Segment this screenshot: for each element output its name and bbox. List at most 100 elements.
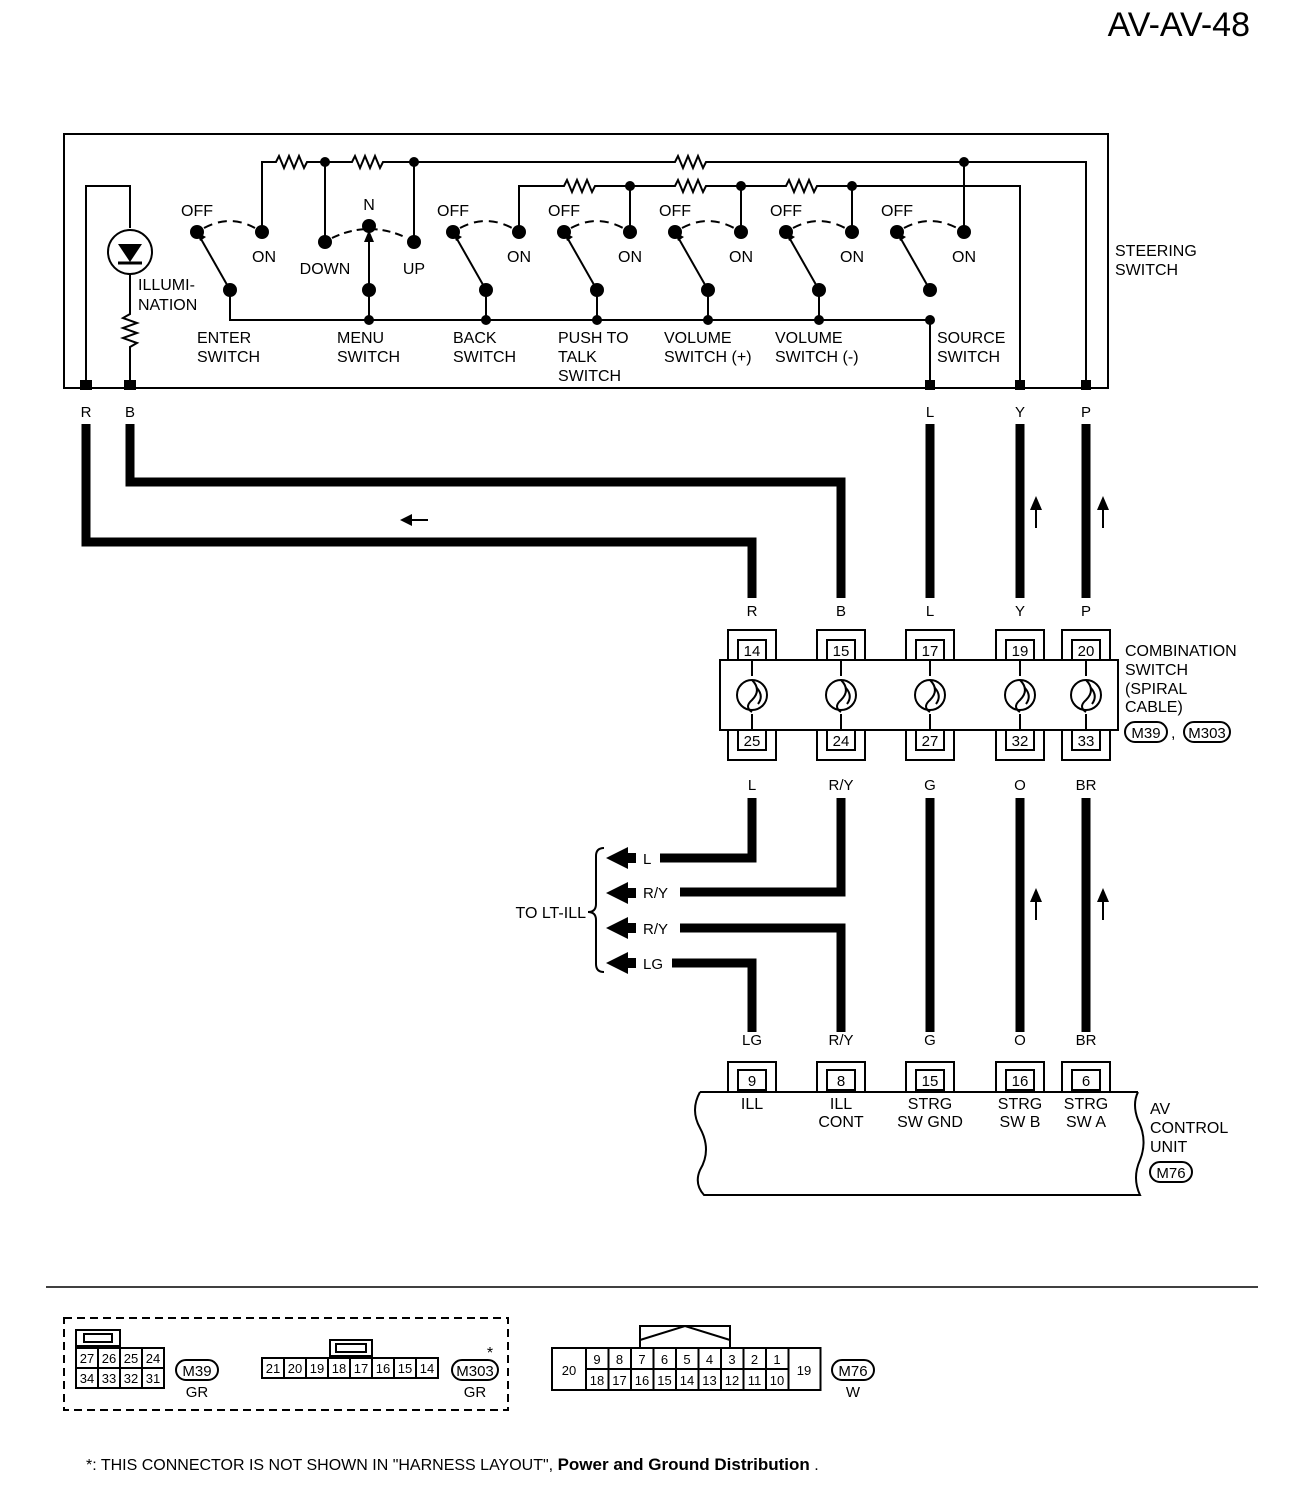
svg-text:32: 32 bbox=[1012, 733, 1029, 750]
svg-text:13: 13 bbox=[702, 1373, 716, 1388]
svg-text:6: 6 bbox=[1082, 1073, 1090, 1090]
enter-switch-label-2: SWITCH bbox=[197, 349, 260, 366]
lt-ill-wire-3: R/Y bbox=[643, 921, 668, 938]
av-control-unit: 9 8 15 16 6 bbox=[694, 1061, 1145, 1196]
combo-top-color-y: Y bbox=[1015, 603, 1025, 620]
svg-text:6: 6 bbox=[661, 1352, 668, 1367]
m76-cell bbox=[787, 1347, 822, 1391]
svg-text:18: 18 bbox=[590, 1373, 604, 1388]
connector-separator: , bbox=[1171, 725, 1175, 742]
svg-text:17: 17 bbox=[354, 1361, 368, 1376]
enter-off-label: OFF bbox=[181, 203, 213, 220]
svg-text:19: 19 bbox=[310, 1361, 324, 1376]
svg-text:5: 5 bbox=[683, 1352, 690, 1367]
combo-bottom-color-br: BR bbox=[1076, 777, 1097, 794]
illumination-label-2: NATION bbox=[138, 297, 197, 314]
talk-switch-label: PUSH TO bbox=[558, 330, 629, 347]
av-pin-8: 8 bbox=[816, 1061, 866, 1092]
svg-text:27: 27 bbox=[922, 733, 939, 750]
svg-text:M39: M39 bbox=[1131, 725, 1160, 742]
svg-text:33: 33 bbox=[1078, 733, 1095, 750]
av-pin-15: 15 bbox=[905, 1061, 955, 1092]
svg-text:33: 33 bbox=[102, 1371, 116, 1386]
harness-wires-upper bbox=[81, 424, 1091, 598]
svg-text:15: 15 bbox=[833, 643, 850, 660]
wire-label-r-top: R bbox=[81, 404, 92, 421]
wire-label-l-top: L bbox=[926, 404, 934, 421]
back-off-label: OFF bbox=[437, 203, 469, 220]
svg-text:M39: M39 bbox=[182, 1363, 211, 1380]
spiral-cable-icon bbox=[736, 679, 768, 711]
av-pin-name-9: ILL bbox=[741, 1096, 763, 1113]
lt-ill-arrows-icon bbox=[606, 847, 636, 974]
svg-text:27: 27 bbox=[80, 1351, 94, 1366]
volup-off-label: OFF bbox=[659, 203, 691, 220]
av-pin-9: 9 bbox=[727, 1061, 777, 1092]
lt-ill-wire-4: LG bbox=[643, 956, 663, 973]
combo-bottom-color-ry: R/Y bbox=[828, 777, 853, 794]
svg-text:1: 1 bbox=[773, 1352, 780, 1367]
wire-label-b-top: B bbox=[125, 404, 135, 421]
av-pin-16: 16 bbox=[995, 1061, 1045, 1092]
av-pin-name-8: ILL bbox=[830, 1096, 852, 1113]
voldn-off-label: OFF bbox=[770, 203, 802, 220]
m39-cell bbox=[141, 1367, 165, 1389]
lt-ill-brace-icon bbox=[587, 847, 605, 973]
svg-text:9: 9 bbox=[748, 1073, 756, 1090]
menu-down-label: DOWN bbox=[300, 261, 351, 278]
volup-switch-label-2: SWITCH (+) bbox=[664, 349, 752, 366]
svg-text:7: 7 bbox=[638, 1352, 645, 1367]
signal-arrow-left-icon bbox=[400, 514, 428, 526]
menu-up-label: UP bbox=[403, 261, 425, 278]
talk-on-label: ON bbox=[618, 249, 642, 266]
connector-id-m303-view: M303 bbox=[451, 1359, 499, 1381]
source-switch-icon bbox=[890, 220, 971, 325]
svg-text:16: 16 bbox=[1012, 1073, 1029, 1090]
svg-text:14: 14 bbox=[420, 1361, 434, 1376]
av-color-br: BR bbox=[1076, 1032, 1097, 1049]
svg-text:15: 15 bbox=[398, 1361, 412, 1376]
combo-bottom-color-o: O bbox=[1014, 777, 1026, 794]
svg-text:12: 12 bbox=[725, 1373, 739, 1388]
svg-text:14: 14 bbox=[744, 643, 761, 660]
svg-text:15: 15 bbox=[922, 1073, 939, 1090]
m76-color: W bbox=[846, 1384, 861, 1401]
m303-asterisk: * bbox=[487, 1345, 493, 1362]
m39-color: GR bbox=[186, 1384, 209, 1401]
svg-text:25: 25 bbox=[124, 1351, 138, 1366]
back-switch-label: BACK bbox=[453, 330, 497, 347]
av-pin-name-16-2: SW B bbox=[1000, 1114, 1041, 1131]
combination-switch-label-4: CABLE) bbox=[1125, 699, 1183, 716]
signal-arrow-up-lower-icon bbox=[1030, 888, 1109, 920]
source-switch-label-2: SWITCH bbox=[937, 349, 1000, 366]
svg-text:8: 8 bbox=[616, 1352, 623, 1367]
svg-text:15: 15 bbox=[657, 1373, 671, 1388]
svg-text:17: 17 bbox=[922, 643, 939, 660]
svg-text:21: 21 bbox=[266, 1361, 280, 1376]
harness-layout-note-box bbox=[63, 1317, 509, 1411]
connector-id-m303: M303 bbox=[1183, 721, 1231, 743]
enter-on-label: ON bbox=[252, 249, 276, 266]
svg-text:M76: M76 bbox=[1156, 1165, 1185, 1182]
combo-top-color-l: L bbox=[926, 603, 934, 620]
menu-switch-icon bbox=[318, 219, 421, 325]
illumination-led-icon bbox=[80, 185, 153, 390]
wire-label-p-top: P bbox=[1081, 404, 1091, 421]
talk-off-label: OFF bbox=[548, 203, 580, 220]
menu-switch-label-2: SWITCH bbox=[337, 349, 400, 366]
voldn-switch-label-2: SWITCH (-) bbox=[775, 349, 859, 366]
svg-text:M76: M76 bbox=[838, 1363, 867, 1380]
m303-color: GR bbox=[464, 1384, 487, 1401]
combo-top-color-r: R bbox=[747, 603, 758, 620]
svg-text:20: 20 bbox=[1078, 643, 1095, 660]
source-off-label: OFF bbox=[881, 203, 913, 220]
av-color-g: G bbox=[924, 1032, 936, 1049]
av-pin-name-16: STRG bbox=[998, 1096, 1042, 1113]
m303-cell bbox=[415, 1357, 439, 1379]
svg-text:16: 16 bbox=[376, 1361, 390, 1376]
svg-text:25: 25 bbox=[744, 733, 761, 750]
combo-pin-14: 14 25 bbox=[727, 629, 777, 761]
av-pin-name-6-2: SW A bbox=[1066, 1114, 1106, 1131]
illumination-label: ILLUMI- bbox=[138, 277, 195, 294]
